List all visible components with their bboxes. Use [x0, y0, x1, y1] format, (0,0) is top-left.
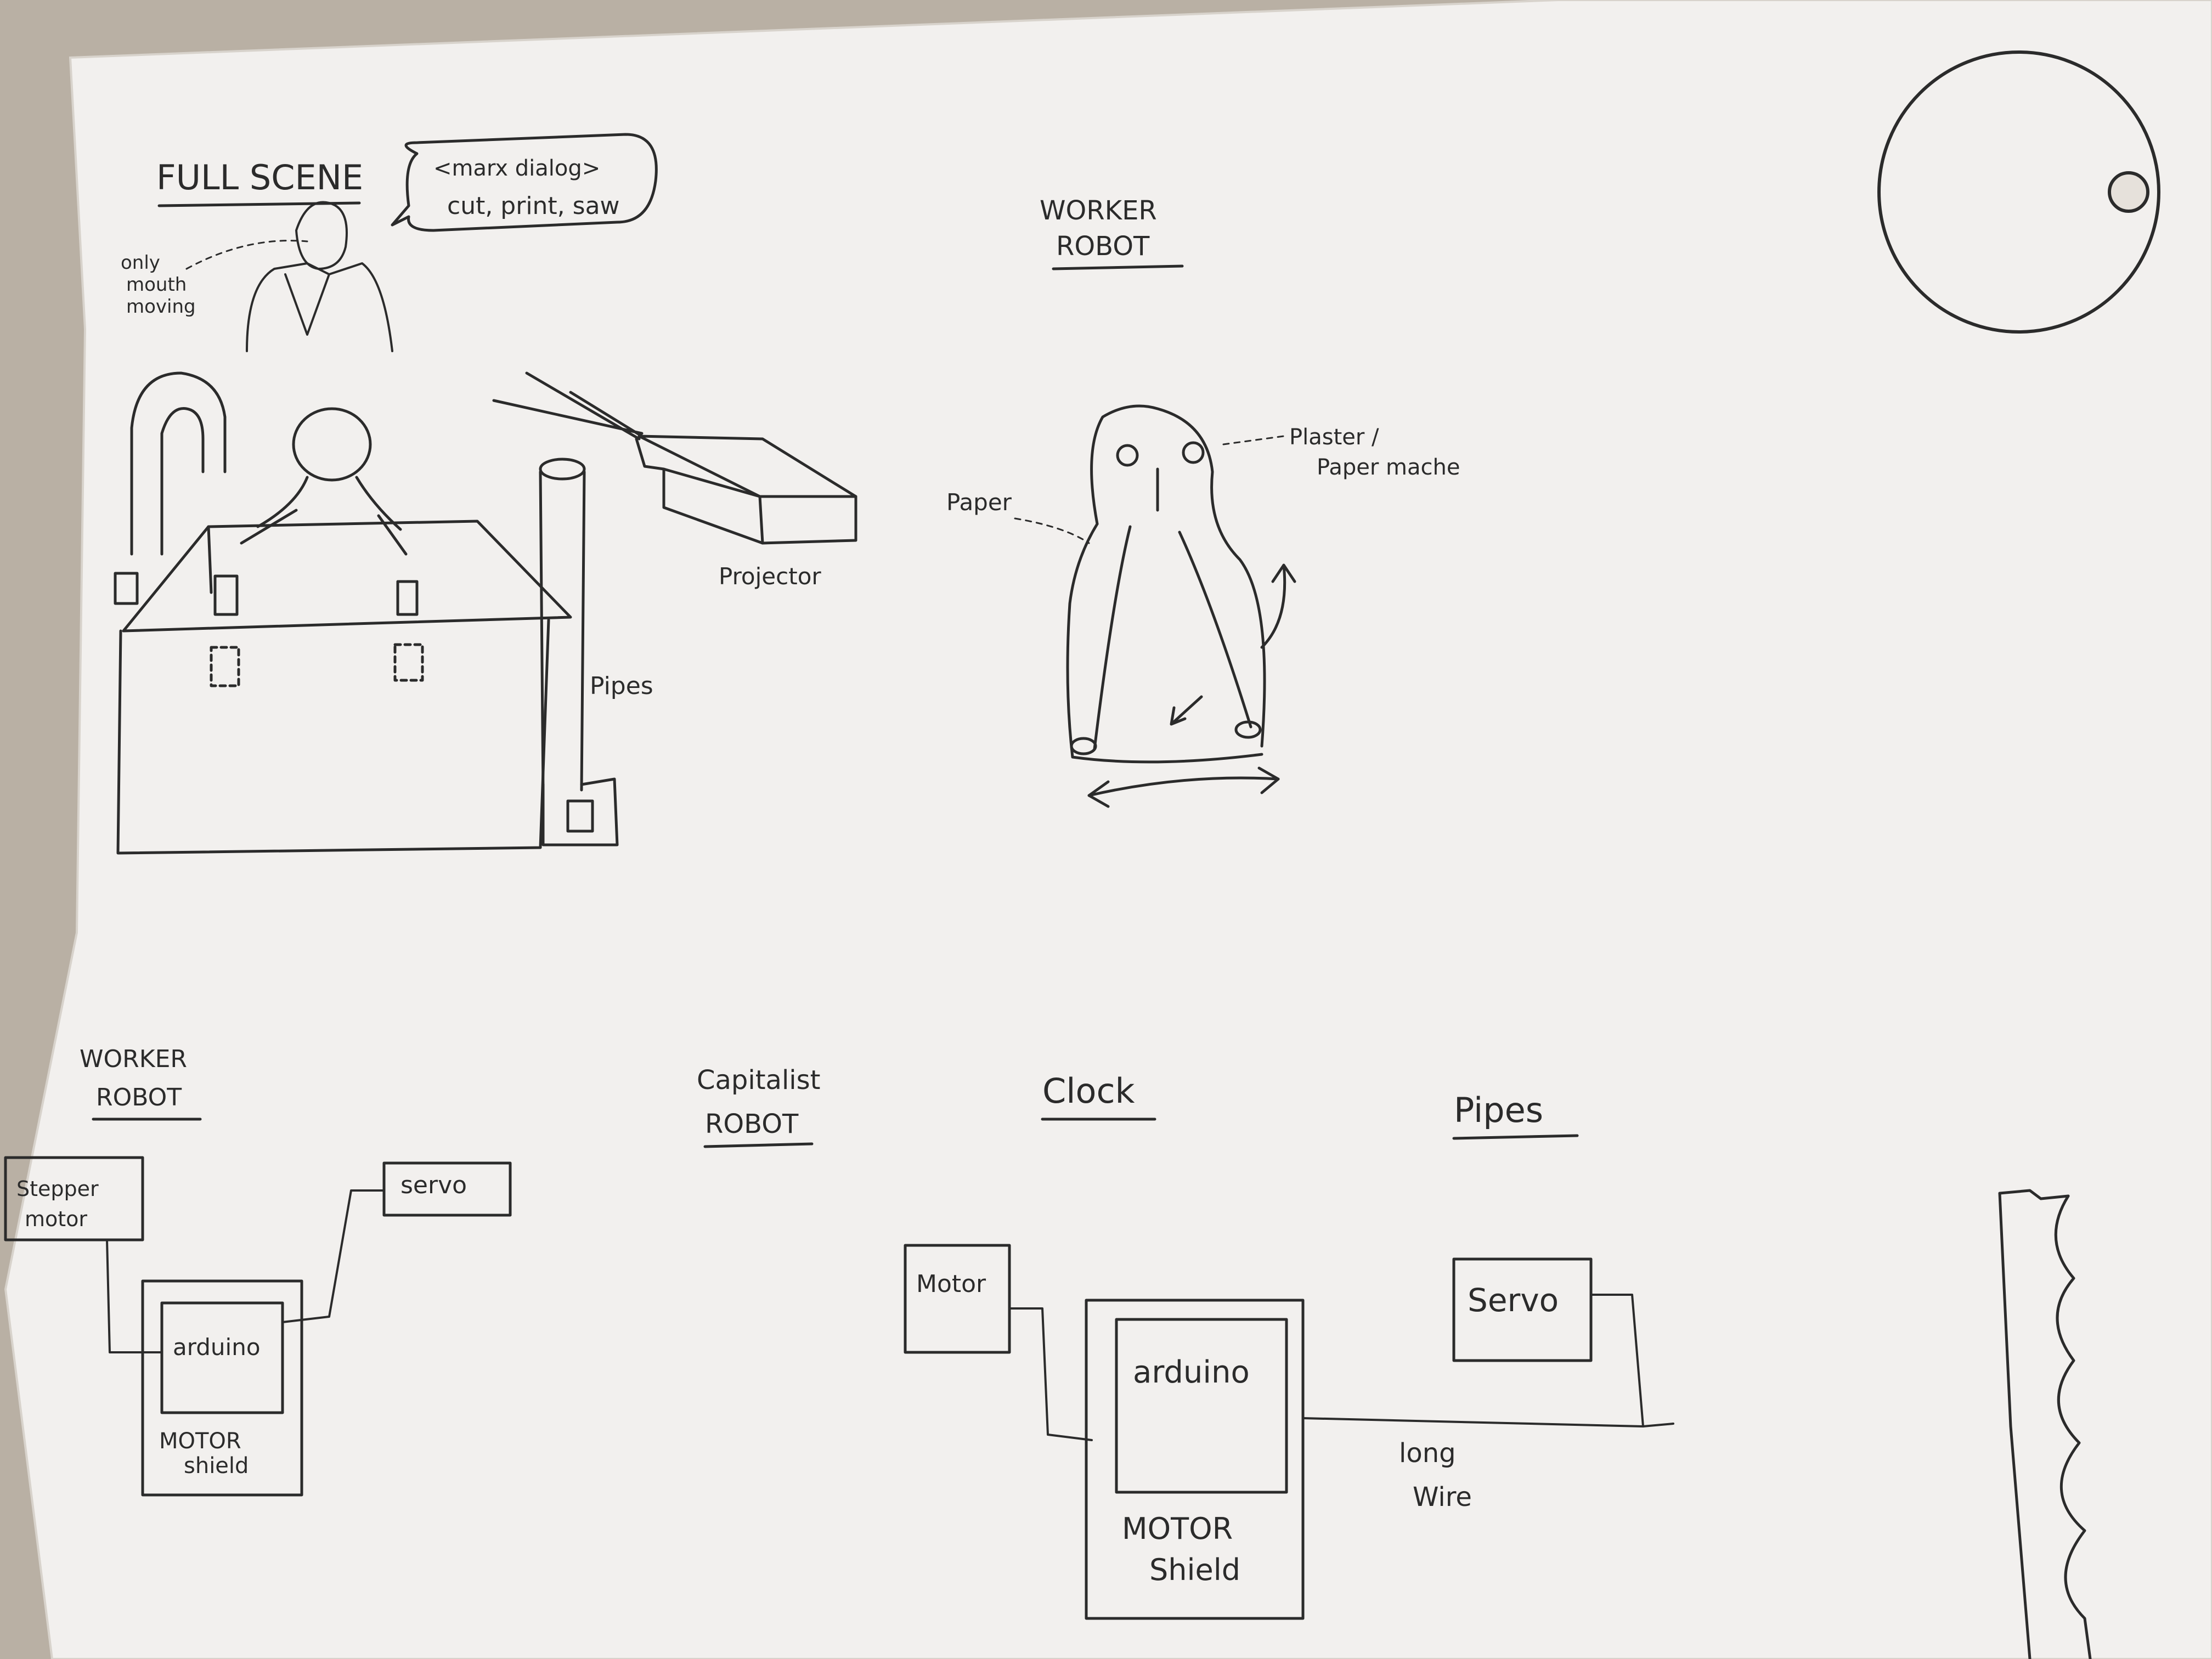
wire-servo-long-wire [1590, 1294, 1644, 1427]
plaster-pointer [1222, 435, 1285, 445]
paper-stain [1877, 50, 2160, 334]
circuit-worker-title-line1: WORKER [80, 1045, 187, 1073]
motor-shield-box-small [141, 1279, 303, 1497]
clock-motor-box [904, 1244, 1011, 1354]
projector [492, 371, 857, 545]
stepper-motor-box [4, 1156, 144, 1242]
wire-motor-arduino [1008, 1307, 1093, 1441]
long-wire-label-line1: long [1399, 1438, 1456, 1469]
speech-bubble-line1: <marx dialog> [433, 156, 600, 181]
shield-label-large-line1: MOTOR [1122, 1511, 1233, 1546]
stepper-motor-label-line1: Stepper [16, 1177, 99, 1201]
capitalist-title-line2: ROBOT [705, 1109, 799, 1139]
servo-box [382, 1161, 512, 1217]
mouth-note-line1: only [121, 252, 160, 274]
projector-label: Projector [719, 563, 821, 590]
worker-figure-on-factory [240, 407, 408, 556]
mouth-note-line3: moving [126, 296, 196, 318]
wire-servo-arduino [281, 1189, 385, 1323]
curved-pipe [130, 371, 227, 556]
paper-label: Paper [946, 489, 1012, 516]
factory-building [114, 520, 572, 855]
full-scene-title: FULL SCENE [156, 157, 363, 198]
robot-body [1066, 404, 1266, 764]
arduino-box-large [1115, 1318, 1288, 1494]
circuit-worker-title-line2: ROBOT [96, 1084, 182, 1111]
plaster-label-line2: Paper mache [1317, 455, 1460, 480]
pipes-title: Pipes [1454, 1090, 1543, 1130]
worker-robot-title-line2: ROBOT [1056, 231, 1150, 262]
chimney-pipe [539, 458, 619, 847]
pipes-servo-label: Servo [1468, 1282, 1559, 1319]
shield-label-large-line2: Shield [1149, 1553, 1240, 1587]
wire-stepper-arduino [106, 1239, 163, 1353]
long-wire-label-line2: Wire [1413, 1482, 1472, 1513]
speech-bubble [391, 133, 658, 232]
speaker-figure [246, 201, 393, 352]
plaster-label-line1: Plaster / [1289, 425, 1379, 450]
motor-shield-box-large [1085, 1299, 1305, 1620]
motion-arrows [1087, 563, 1296, 808]
pipes-circuit: Pipes Servo [1452, 1090, 1644, 1427]
worker-robot-underline [1052, 264, 1184, 270]
arduino-label-large: arduino [1133, 1355, 1250, 1390]
clock-circuit: Clock Motor arduino MOTOR Shield long Wi… [904, 1071, 1674, 1620]
worker-robot-sketch-section: WORKER ROBOT Paper Plaster / Paper mache [946, 195, 1460, 808]
full-scene-section: FULL SCENE <marx dialog> cut, print, saw… [114, 133, 857, 855]
pipes-label: Pipes [590, 672, 653, 700]
shield-label-small-line1: MOTOR [159, 1429, 241, 1454]
capitalist-robot-section: Capitalist ROBOT [697, 1065, 820, 1148]
clock-motor-label: Motor [916, 1270, 986, 1298]
stepper-motor-label-line2: motor [25, 1207, 87, 1231]
arduino-box-small [160, 1301, 284, 1414]
speech-bubble-line2: cut, print, saw [447, 192, 620, 220]
arduino-label-small: arduino [173, 1334, 261, 1361]
scalloped-border-sketch [1998, 1189, 2092, 1659]
worker-robot-circuit: WORKER ROBOT Stepper motor servo arduino… [4, 1045, 512, 1497]
capitalist-underline [703, 1142, 814, 1148]
pipes-servo-box [1452, 1257, 1593, 1362]
capitalist-title-line1: Capitalist [697, 1065, 820, 1096]
clock-title: Clock [1042, 1071, 1135, 1111]
shield-label-small-line2: shield [184, 1453, 249, 1479]
worker-robot-title-line1: WORKER [1040, 195, 1157, 226]
mouth-note-line2: mouth [126, 274, 187, 296]
servo-label: servo [400, 1171, 467, 1199]
pipes-underline [1452, 1134, 1579, 1140]
mouth-note-pointer [185, 240, 308, 270]
paper-pointer [1014, 517, 1090, 544]
